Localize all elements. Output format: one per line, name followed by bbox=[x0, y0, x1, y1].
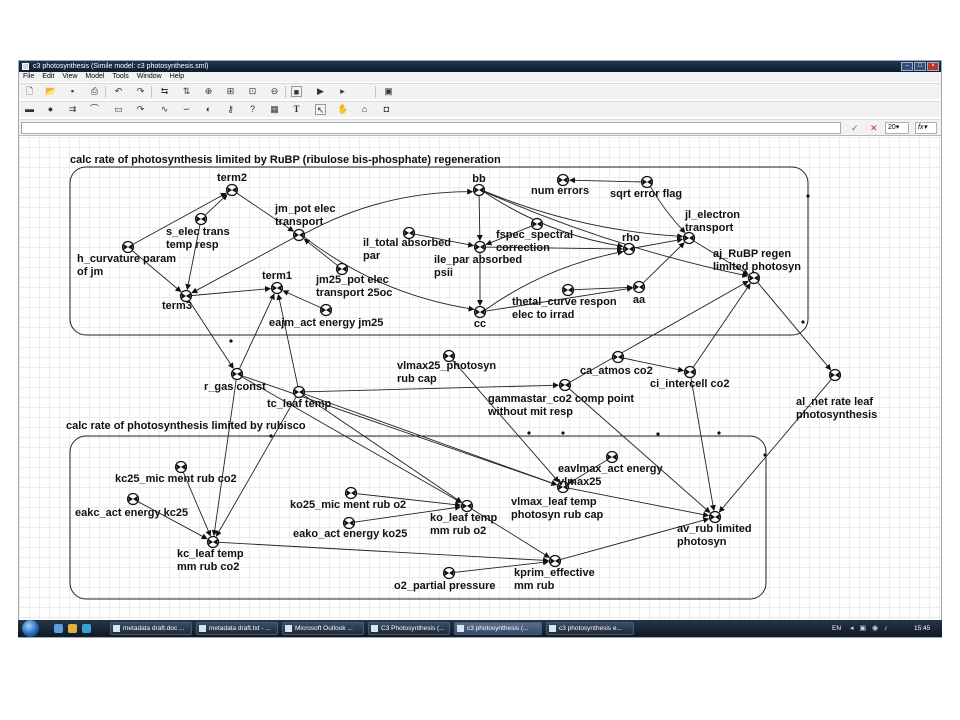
task-outlook[interactable]: Microsoft Outlook ... bbox=[282, 622, 364, 635]
function-select[interactable]: fx▾ bbox=[915, 122, 937, 134]
image-icon[interactable]: ▣ bbox=[384, 86, 393, 96]
swap-v-icon[interactable]: ⇅ bbox=[182, 86, 191, 96]
close-icon[interactable]: × bbox=[927, 62, 939, 71]
save-icon[interactable]: ▪ bbox=[70, 86, 75, 96]
curve-icon[interactable]: ∽ bbox=[182, 104, 191, 114]
task-c3-photosynthesis-2[interactable]: c3 photosynthesis (... bbox=[454, 622, 542, 635]
simile-app-window: c3 photosynthesis (Simile model: c3 phot… bbox=[18, 60, 942, 638]
open-icon[interactable]: 📂 bbox=[45, 86, 57, 96]
zoom-select[interactable]: 20▾ bbox=[885, 122, 909, 134]
window-title: c3 photosynthesis (Simile model: c3 phot… bbox=[33, 63, 209, 70]
quicklaunch-folder-icon[interactable] bbox=[68, 624, 77, 633]
main-toolbar: 🗋 📂 ▪ ⎙ ↶ ↷ ⇆ ⇅ ⊕ ⊞ ⊡ ⊖ ■ ▶ ▸ ▣ bbox=[19, 83, 941, 99]
fit-icon[interactable]: ⊞ bbox=[226, 86, 235, 96]
zoom-fit-icon[interactable]: ⊡ bbox=[248, 86, 257, 96]
maximize-icon[interactable]: □ bbox=[914, 62, 926, 71]
key-icon[interactable]: ⚷ bbox=[227, 104, 234, 114]
model-toolbar: ▬ ● ⇉ ⌒ ▭ ↷ ∿ ∽ ◐ ⚷ ? ▦ T ↖ ✋ ⌂ ◘ bbox=[19, 101, 941, 117]
compartment-icon[interactable]: ▬ bbox=[25, 104, 34, 114]
variable-icon[interactable]: ● bbox=[47, 104, 54, 114]
help-icon[interactable]: ? bbox=[249, 104, 255, 114]
start-button[interactable] bbox=[22, 620, 39, 637]
clock[interactable]: 15:45 bbox=[914, 625, 931, 632]
text-icon[interactable]: T bbox=[293, 104, 300, 114]
swap-h-icon[interactable]: ⇆ bbox=[160, 86, 169, 96]
task-c3-photosynthesis-1[interactable]: C3 Photosynthesis (... bbox=[368, 622, 450, 635]
quicklaunch-browser-icon[interactable] bbox=[82, 624, 91, 633]
minimize-icon[interactable]: – bbox=[901, 62, 913, 71]
accept-icon[interactable]: ✓ bbox=[851, 123, 859, 133]
taskbar: metadata draft.doc ... metadata draft.tx… bbox=[18, 620, 942, 637]
formula-bar: ✓ ✕ 20▾ fx▾ bbox=[19, 119, 941, 136]
tray-icons[interactable]: ◂ ▣ ◉ ♪ bbox=[850, 625, 890, 632]
flow-icon[interactable]: ⇉ bbox=[68, 104, 77, 114]
pointer-icon[interactable]: ↖ bbox=[315, 104, 326, 115]
hand-icon[interactable]: ✋ bbox=[337, 104, 349, 114]
menu-help[interactable]: Help bbox=[169, 73, 185, 80]
house-icon[interactable]: ⌂ bbox=[361, 104, 368, 114]
quicklaunch-desktop-icon[interactable] bbox=[54, 624, 63, 633]
run-icon[interactable]: ▶ bbox=[317, 86, 324, 96]
undo-icon[interactable]: ↶ bbox=[114, 86, 123, 96]
task-c3-photosynthesis-3[interactable]: c3 photosynthesis e... bbox=[546, 622, 634, 635]
menu-edit[interactable]: Edit bbox=[42, 73, 55, 80]
menu-file[interactable]: File bbox=[23, 73, 35, 80]
menu-tools[interactable]: Tools bbox=[112, 73, 129, 80]
new-icon[interactable]: 🗋 bbox=[25, 86, 34, 96]
formula-input[interactable] bbox=[21, 122, 841, 134]
stop-icon[interactable]: ■ bbox=[291, 86, 302, 97]
submodel-icon[interactable]: ▭ bbox=[114, 104, 123, 114]
app-icon bbox=[22, 63, 29, 70]
menu-view[interactable]: View bbox=[62, 73, 78, 80]
camera-icon[interactable]: ◘ bbox=[383, 104, 390, 114]
zoom-out-icon[interactable]: ⊖ bbox=[270, 86, 279, 96]
menu-window[interactable]: Window bbox=[136, 73, 162, 80]
arrow-icon[interactable]: ↷ bbox=[136, 104, 145, 114]
redo-icon[interactable]: ↷ bbox=[136, 86, 145, 96]
model-canvas[interactable] bbox=[19, 137, 941, 637]
wave-icon[interactable]: ∿ bbox=[160, 104, 169, 114]
cancel-icon[interactable]: ✕ bbox=[870, 123, 878, 133]
menu-bar: File Edit View Model Tools Window Help bbox=[19, 72, 941, 82]
zoom-in-icon[interactable]: ⊕ bbox=[204, 86, 213, 96]
grid-icon[interactable]: ▦ bbox=[270, 104, 279, 114]
print-icon[interactable]: ⎙ bbox=[90, 86, 99, 96]
title-bar: c3 photosynthesis (Simile model: c3 phot… bbox=[19, 61, 941, 72]
task-metadata-doc[interactable]: metadata draft.doc ... bbox=[110, 622, 192, 635]
menu-model[interactable]: Model bbox=[85, 73, 105, 80]
task-metadata-txt[interactable]: metadata draft.txt - ... bbox=[196, 622, 278, 635]
language-indicator[interactable]: EN bbox=[832, 625, 842, 632]
influence-icon[interactable]: ⌒ bbox=[89, 104, 99, 114]
step-icon[interactable]: ▸ bbox=[340, 86, 345, 96]
event-icon[interactable]: ◐ bbox=[205, 104, 212, 114]
